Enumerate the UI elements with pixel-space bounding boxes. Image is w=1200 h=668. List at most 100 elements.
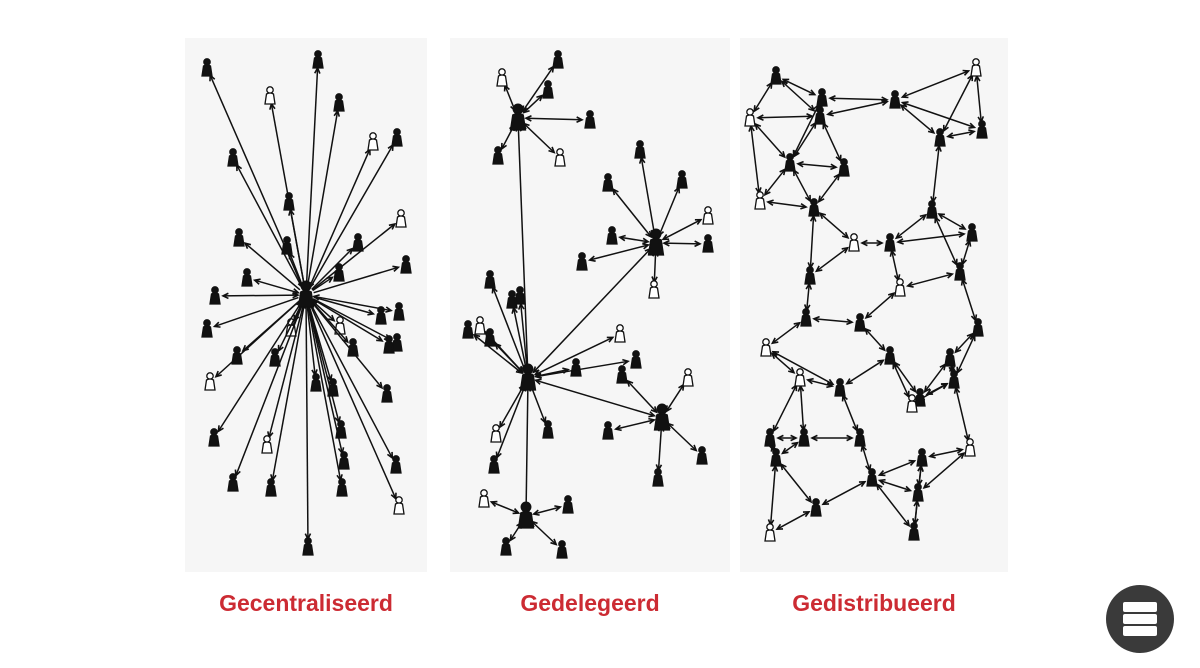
arrowhead	[818, 212, 827, 220]
person-figure	[966, 223, 978, 242]
arrowhead	[909, 385, 917, 393]
arrowhead	[346, 247, 354, 255]
arrowhead	[864, 327, 872, 335]
person-figure	[333, 93, 345, 112]
person-figure	[754, 191, 766, 210]
person-figure	[808, 198, 820, 217]
person-figure	[916, 448, 928, 467]
connection-line	[827, 100, 888, 116]
arrowhead	[881, 99, 889, 106]
connection-line	[771, 322, 801, 344]
connection-line	[306, 110, 339, 288]
connection-line	[799, 385, 805, 431]
connection-line	[947, 130, 975, 138]
connection-line	[305, 67, 319, 288]
person-figure	[393, 496, 405, 515]
connection-line	[236, 164, 303, 289]
person-figure	[283, 192, 295, 211]
arrowhead	[877, 478, 886, 486]
connection-line	[842, 395, 858, 431]
person-figure	[798, 428, 810, 447]
caption-centralized: Gecentraliseerd	[219, 590, 393, 616]
arrowhead	[793, 150, 800, 158]
connection-line	[525, 385, 529, 509]
arrowhead	[642, 237, 650, 245]
person-figure	[562, 495, 574, 514]
distributed-network-drawing	[740, 38, 1008, 572]
arrowhead	[791, 441, 799, 449]
logo-bar	[1123, 626, 1157, 636]
connection-line	[892, 362, 910, 398]
person-figure	[395, 209, 407, 228]
arrowhead	[326, 276, 334, 284]
person-figure	[804, 266, 816, 285]
arrowhead	[626, 379, 634, 387]
connection-line	[496, 385, 526, 458]
person-figure	[970, 58, 982, 77]
connection-line	[615, 419, 655, 430]
connection-line	[215, 299, 301, 378]
person-figure	[201, 58, 213, 77]
connection-line	[769, 465, 777, 526]
connection-line	[530, 385, 546, 423]
arrowhead	[533, 378, 542, 385]
person-figure	[509, 103, 527, 131]
person-figure	[944, 348, 956, 367]
person-figure	[352, 233, 364, 252]
person-figure	[816, 88, 828, 107]
arrowhead	[826, 110, 834, 117]
person-figure	[854, 428, 866, 447]
connection-line	[792, 104, 820, 157]
person-figure	[914, 388, 926, 407]
person-figure	[894, 278, 906, 297]
connection-line	[902, 70, 969, 98]
connection-line	[306, 302, 342, 481]
person-figure	[647, 228, 665, 256]
connection-line	[517, 125, 529, 371]
arrowhead	[499, 421, 506, 429]
person-figure	[976, 120, 988, 139]
person-figure	[702, 206, 714, 225]
arrowhead	[781, 447, 789, 455]
connection-line	[900, 104, 935, 134]
person-figure	[653, 403, 671, 431]
arrowhead	[846, 434, 854, 442]
arrowhead	[905, 281, 914, 288]
arrowhead	[642, 243, 651, 250]
person-figure	[333, 263, 345, 282]
connection-line	[309, 301, 393, 459]
arrowhead	[922, 481, 931, 489]
arrowhead	[841, 231, 850, 239]
connection-line	[934, 216, 958, 266]
arrowhead	[524, 115, 532, 122]
person-figure	[848, 233, 860, 252]
arrowhead	[821, 498, 830, 506]
connection-line	[829, 97, 888, 101]
person-figure	[794, 368, 806, 387]
person-figure	[926, 200, 938, 219]
person-figure	[347, 338, 359, 357]
arrowhead	[876, 239, 884, 247]
connection-line	[289, 253, 304, 288]
connection-line	[879, 460, 915, 476]
arrowhead	[802, 510, 811, 518]
arrowhead	[962, 69, 971, 76]
arrowhead	[383, 333, 392, 341]
connection-line	[924, 363, 946, 393]
connection-line	[891, 250, 899, 281]
arrowhead	[650, 406, 658, 414]
arrowhead	[877, 359, 885, 366]
arrowhead	[500, 142, 508, 151]
arrowhead	[796, 160, 804, 168]
person-figure	[302, 537, 314, 556]
caption-distributed: Gedistribueerd	[792, 590, 956, 616]
connection-line	[494, 343, 524, 373]
arrowhead	[808, 89, 817, 96]
connection-line	[846, 359, 884, 385]
arrowhead	[548, 146, 556, 154]
arrowhead	[968, 122, 977, 129]
arrowhead	[956, 447, 964, 454]
connection-line	[942, 74, 974, 132]
person-figure	[490, 424, 502, 443]
arrowhead	[756, 114, 764, 121]
